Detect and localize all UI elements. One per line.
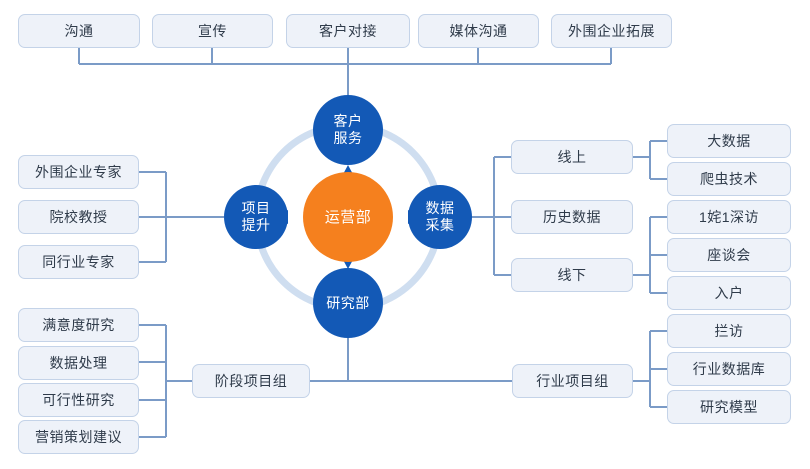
dept-label-line1: 项目 bbox=[241, 200, 271, 216]
bottom-left-item-2[interactable]: 可行性研究 bbox=[18, 383, 139, 417]
stage-project-group[interactable]: 阶段项目组 bbox=[192, 364, 310, 398]
left-item-1[interactable]: 院校教授 bbox=[18, 200, 139, 234]
right-sub-interview[interactable]: 1姹1深访 bbox=[667, 200, 791, 234]
industry-project-group[interactable]: 行业项目组 bbox=[512, 364, 633, 398]
right-sub-bigdata[interactable]: 大数据 bbox=[667, 124, 791, 158]
bottom-right-item-0[interactable]: 拦访 bbox=[667, 314, 791, 348]
right-sub-crawler[interactable]: 爬虫技术 bbox=[667, 162, 791, 196]
right-item-offline[interactable]: 线下 bbox=[511, 258, 633, 292]
bottom-left-item-0[interactable]: 满意度研究 bbox=[18, 308, 139, 342]
top-item-3[interactable]: 媒体沟通 bbox=[418, 14, 539, 48]
center-hub-label: 运营部 bbox=[324, 208, 372, 226]
right-item-online[interactable]: 线上 bbox=[511, 140, 633, 174]
department-project-improvement[interactable]: 项目 提升 bbox=[224, 185, 288, 249]
left-item-0[interactable]: 外围企业专家 bbox=[18, 155, 139, 189]
top-item-0[interactable]: 沟通 bbox=[18, 14, 140, 48]
right-sub-forum[interactable]: 座谈会 bbox=[667, 238, 791, 272]
right-sub-household[interactable]: 入户 bbox=[667, 276, 791, 310]
top-item-1[interactable]: 宣传 bbox=[152, 14, 273, 48]
dept-label-line1: 研究部 bbox=[326, 294, 370, 311]
department-customer-service[interactable]: 客户 服务 bbox=[313, 95, 383, 165]
dept-label-line1: 数据 bbox=[425, 200, 455, 216]
right-item-history[interactable]: 历史数据 bbox=[511, 200, 633, 234]
dept-label-line2: 采集 bbox=[425, 217, 455, 233]
left-item-2[interactable]: 同行业专家 bbox=[18, 245, 139, 279]
bottom-right-item-2[interactable]: 研究模型 bbox=[667, 390, 791, 424]
bottom-left-item-3[interactable]: 营销策划建议 bbox=[18, 420, 139, 454]
department-research[interactable]: 研究部 bbox=[313, 268, 383, 338]
dept-label-line1: 客户 bbox=[333, 113, 363, 129]
bottom-left-item-1[interactable]: 数据处理 bbox=[18, 346, 139, 380]
dept-label-line2: 提升 bbox=[241, 217, 271, 233]
bottom-right-item-1[interactable]: 行业数据库 bbox=[667, 352, 791, 386]
center-hub-operations[interactable]: 运营部 bbox=[303, 172, 393, 262]
department-data-collection[interactable]: 数据 采集 bbox=[408, 185, 472, 249]
top-item-2[interactable]: 客户对接 bbox=[286, 14, 410, 48]
dept-label-line2: 服务 bbox=[333, 130, 363, 146]
top-item-4[interactable]: 外围企业拓展 bbox=[551, 14, 672, 48]
